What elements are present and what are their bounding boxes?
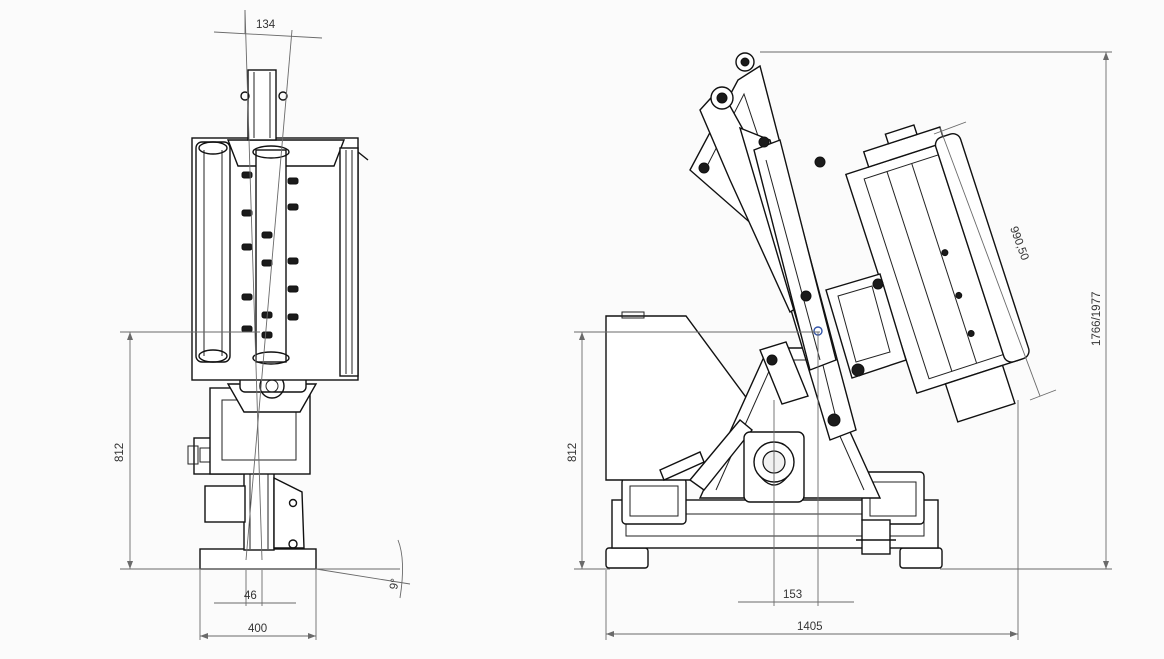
front-lower-box (204, 485, 246, 523)
side-view (605, 52, 1030, 569)
dim-side-diag: 990,50 (1007, 225, 1030, 262)
front-view (187, 9, 369, 570)
front-flail-blades (241, 171, 299, 339)
front-dimensions: 134 812 46 400 9° (114, 10, 411, 640)
front-side-skid (339, 147, 359, 377)
dim-side-length: 1405 (797, 621, 823, 633)
side-block-left (621, 477, 687, 525)
dim-side-overall: 1766/1977 (1091, 292, 1103, 346)
dim-front-inner: 46 (244, 590, 257, 602)
front-roller-left (195, 141, 231, 363)
dim-side-height: 812 (567, 443, 579, 462)
dim-front-angle: 9° (388, 578, 402, 591)
dim-front-top: 134 (256, 19, 276, 31)
dim-side-offset: 153 (783, 589, 802, 601)
side-dimensions: 812 153 1405 990,50 1766/1977 (567, 51, 1112, 640)
side-flail-head (844, 124, 1030, 423)
dim-front-height: 812 (114, 443, 126, 462)
side-foot-left (605, 547, 649, 569)
dim-front-width: 400 (248, 623, 267, 635)
front-gusset (273, 476, 305, 549)
front-rotor-shaft (255, 149, 287, 363)
side-foot-right (899, 547, 943, 569)
side-cylinder (753, 139, 837, 371)
side-bracket (825, 273, 907, 379)
front-top-hitch (247, 69, 277, 141)
front-base-plate (199, 548, 317, 570)
